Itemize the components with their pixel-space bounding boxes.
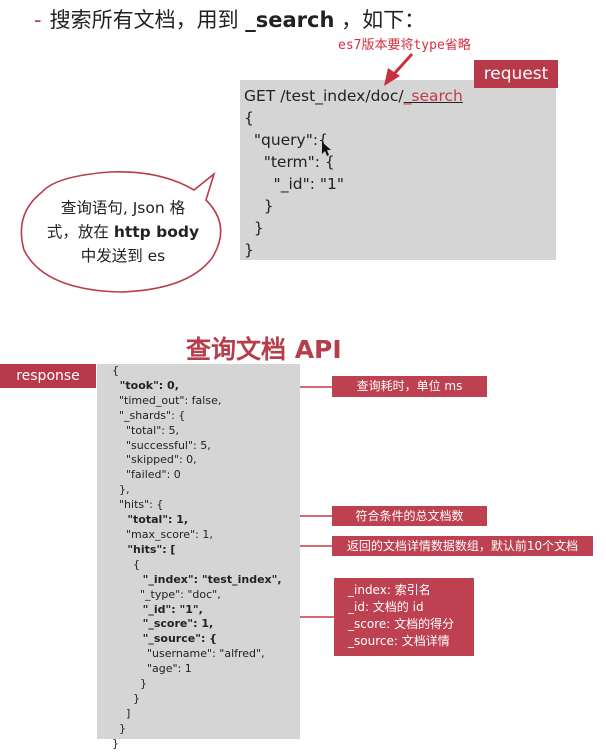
response-code-line: { xyxy=(112,364,119,377)
callout-hits: 返回的文档详情数据数组，默认前10个文档 xyxy=(332,536,593,556)
response-code-line: "_source": { xyxy=(112,632,217,646)
request-get-search: _search xyxy=(403,87,463,105)
response-code-line: ] xyxy=(112,706,131,720)
response-code-line: "_id": "1", xyxy=(112,602,203,616)
response-code-line: "took": 0, xyxy=(112,378,179,392)
callout-fields: _index: 索引名 _id: 文档的 id _score: 文档的得分 _sour… xyxy=(334,578,474,656)
response-code-line: }, xyxy=(112,483,130,497)
request-get-prefix: GET /test_index/doc/ xyxy=(244,87,404,105)
response-code-line: "_score": 1, xyxy=(112,617,214,631)
response-code-line: "age": 1 xyxy=(112,662,192,676)
request-body: { "query":{ "term": { "_id": "1" } } } xyxy=(244,109,344,259)
request-body-line: "term": { xyxy=(244,153,335,171)
response-code-line: "_shards": { xyxy=(112,408,186,422)
callout-field-line: _source: 文档详情 xyxy=(348,634,450,648)
request-body-line: } xyxy=(244,197,274,215)
note-arrow-head xyxy=(384,68,400,86)
response-code-line: "timed_out": false, xyxy=(112,393,222,407)
heading-keyword: _search xyxy=(245,8,335,32)
response-code-line: "_type": "doc", xyxy=(112,587,221,601)
request-body-line: "_id": "1" xyxy=(244,175,344,193)
callout-took: 查询耗时，单位 ms xyxy=(332,376,487,397)
request-get-line: GET /test_index/doc/_search xyxy=(244,87,463,105)
request-body-line: "query":{ xyxy=(244,131,328,149)
api-title: 查询文档 API xyxy=(186,335,342,364)
response-code-line: "total": 1, xyxy=(112,513,189,527)
bubble-line-1: 查询语句, Json 格 xyxy=(60,199,186,217)
heading-dash: - xyxy=(34,8,42,32)
request-panel xyxy=(240,80,556,260)
request-body-line: { xyxy=(244,109,254,127)
response-code-line: "skipped": 0, xyxy=(112,453,197,467)
bubble-line-2-bold: http body xyxy=(113,223,200,241)
note-arrow-shaft xyxy=(392,52,414,76)
callout-field-line: _index: 索引名 xyxy=(348,583,431,597)
bubble-line-3: 中发送到 es xyxy=(80,247,166,265)
request-label: request xyxy=(474,60,558,88)
response-label: response xyxy=(0,364,96,388)
request-code: GET /test_index/doc/_search { "query":{ … xyxy=(244,85,463,261)
heading-text-before: 搜索所有文档，用到 xyxy=(49,8,246,32)
speech-bubble xyxy=(20,171,222,293)
response-code-line: } xyxy=(112,736,119,750)
response-code-line: "failed": 0 xyxy=(112,468,181,482)
callout-field-line: _id: 文档的 id xyxy=(348,600,424,614)
response-code-line: } xyxy=(112,721,126,735)
heading-text-after: ，如下： xyxy=(334,8,426,32)
response-code-line: "_index": "test_index", xyxy=(112,572,282,586)
bubble-line-2-pre: 式，放在 xyxy=(46,223,114,241)
page-heading: -搜索所有文档，用到 _search ，如下： xyxy=(34,4,425,34)
callout-field-line: _score: 文档的得分 xyxy=(348,617,455,631)
request-body-line: } xyxy=(244,241,254,259)
es7-note: es7版本要将type省略 xyxy=(338,38,471,53)
response-code-line: "successful": 5, xyxy=(112,438,211,452)
response-code: { "took": 0, "timed_out": false, "_shard… xyxy=(112,364,282,752)
response-code-line: } xyxy=(112,677,147,691)
response-panel xyxy=(97,364,300,739)
response-code-line: "max_score": 1, xyxy=(112,527,213,541)
response-code-line: "hits": [ xyxy=(112,542,176,556)
cursor-icon xyxy=(322,142,331,156)
response-code-line: } xyxy=(112,691,140,705)
request-body-line: } xyxy=(244,219,264,237)
callout-total: 符合条件的总文档数 xyxy=(332,506,487,526)
response-code-line: "total": 5, xyxy=(112,423,179,437)
response-code-line: "hits": { xyxy=(112,498,164,512)
bubble-text: 查询语句, Json 格式，放在 http body 中发送到 es xyxy=(38,196,208,268)
response-code-line: "username": "alfred", xyxy=(112,647,265,661)
response-code-line: { xyxy=(112,557,140,571)
